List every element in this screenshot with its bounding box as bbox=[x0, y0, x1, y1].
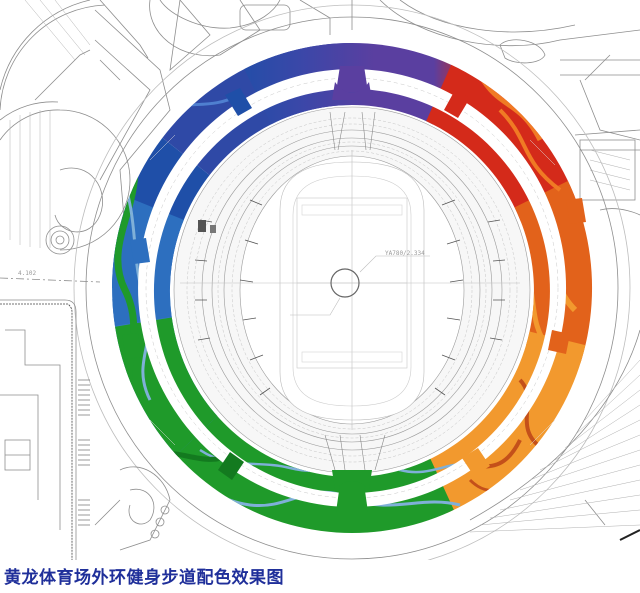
field-coordinate-label: YA780/2.334 bbox=[385, 250, 425, 257]
figure-caption: 黄龙体育场外环健身步道配色效果图 bbox=[4, 568, 284, 588]
ring-bridges bbox=[122, 66, 586, 512]
site-linework bbox=[0, 0, 640, 560]
site-dimension-label: 4.102 bbox=[18, 270, 37, 277]
stadium-bowl bbox=[173, 106, 531, 474]
stadium-plan-drawing bbox=[0, 0, 640, 560]
